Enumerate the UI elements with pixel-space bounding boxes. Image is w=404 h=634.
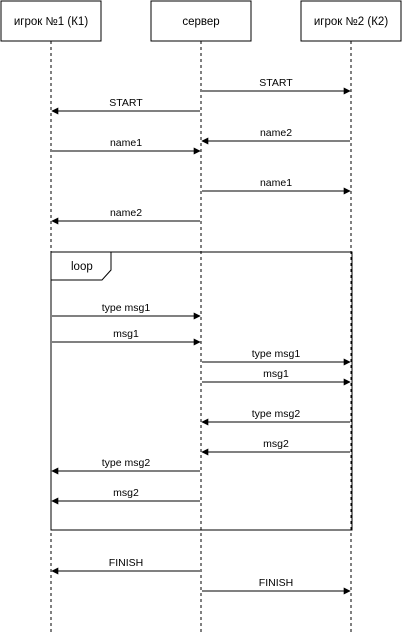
message: msg1 bbox=[202, 368, 351, 386]
message: msg1 bbox=[52, 328, 201, 346]
loop-frame-tab bbox=[51, 251, 112, 281]
message: type msg2 bbox=[201, 408, 350, 426]
loop-frame bbox=[50, 251, 353, 531]
participant-label: игрок №2 (К2) bbox=[314, 16, 388, 28]
message-label: FINISH bbox=[259, 577, 293, 589]
message: type msg2 bbox=[51, 457, 200, 475]
message: name2 bbox=[201, 127, 350, 145]
message-label: msg2 bbox=[263, 438, 289, 450]
message-label: msg1 bbox=[113, 328, 139, 340]
message-label: START bbox=[109, 97, 143, 109]
message: START bbox=[51, 97, 200, 115]
message-label: type msg2 bbox=[252, 408, 301, 420]
message-label: START bbox=[259, 77, 293, 89]
participant-srv: сервер bbox=[150, 0, 252, 42]
message-label: msg2 bbox=[113, 487, 139, 499]
message: FINISH bbox=[51, 557, 200, 575]
lifelines bbox=[50, 41, 352, 632]
participant-p2: игрок №2 (К2) bbox=[300, 0, 402, 42]
participant-label: игрок №1 (К1) bbox=[14, 16, 88, 28]
message: name1 bbox=[52, 137, 201, 155]
message-label: name2 bbox=[260, 127, 292, 139]
participant-box bbox=[150, 0, 252, 42]
message-label: type msg1 bbox=[102, 302, 151, 314]
message: type msg1 bbox=[202, 348, 351, 366]
message-label: type msg2 bbox=[102, 457, 151, 469]
message-label: msg1 bbox=[263, 368, 289, 380]
participant-label: сервер bbox=[182, 16, 219, 28]
message-label: name1 bbox=[260, 177, 292, 189]
message-label: name1 bbox=[110, 137, 142, 149]
participant-box bbox=[0, 0, 102, 42]
messages: START START name2 name1 name1 name2 type msg1 m… bbox=[51, 77, 351, 595]
message-label: name2 bbox=[110, 207, 142, 219]
message-label: type msg1 bbox=[252, 348, 301, 360]
participant-p1: игрок №1 (К1) bbox=[0, 0, 102, 42]
message: msg2 bbox=[201, 438, 350, 456]
message: FINISH bbox=[202, 577, 351, 595]
loop-label: loop bbox=[71, 261, 93, 273]
message: name2 bbox=[51, 207, 200, 225]
message-label: FINISH bbox=[109, 557, 143, 569]
participant-box bbox=[300, 0, 402, 42]
message: type msg1 bbox=[52, 302, 201, 320]
message: name1 bbox=[202, 177, 351, 195]
message: msg2 bbox=[51, 487, 200, 505]
participants: игрок №1 (К1) сервер игрок №2 (К2) bbox=[0, 0, 402, 42]
message: START bbox=[202, 77, 351, 95]
loop-fragment: loop bbox=[50, 251, 353, 531]
